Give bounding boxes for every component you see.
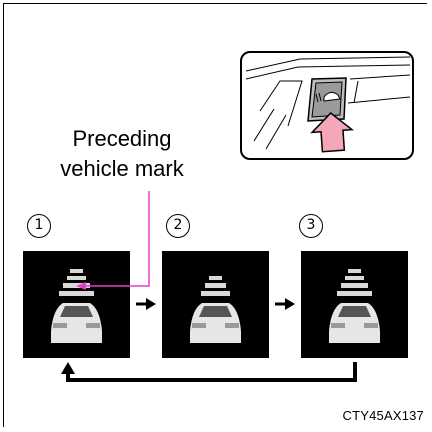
- caption-line-1: Preceding: [72, 126, 172, 151]
- vehicle-icon: [329, 303, 380, 343]
- caption-line-2: vehicle mark: [60, 156, 184, 181]
- switch-panel-lines: [245, 56, 411, 150]
- display-panel-2: [162, 251, 269, 358]
- vehicle-icon: [190, 303, 241, 343]
- cycle-arrow-head: [61, 362, 75, 374]
- figure-code: CTY45AX137: [342, 408, 424, 423]
- step-arrow-2-to-3: [275, 298, 295, 310]
- leader-arrow-head: [76, 282, 86, 290]
- cycle-return-arrow-icon: [66, 362, 357, 382]
- distance-bars: [59, 269, 94, 296]
- preceding-vehicle-leader-line: [79, 191, 150, 287]
- step-2-number: 2: [166, 214, 190, 238]
- preceding-vehicle-mark-caption: Preceding vehicle mark: [22, 124, 222, 184]
- step-3-number: 3: [299, 214, 323, 238]
- figure-frame: [3, 3, 427, 427]
- display-panel-3: [301, 251, 408, 358]
- display-panel-1: [23, 251, 130, 358]
- step-arrow-1-to-2: [136, 298, 156, 310]
- switch-inset: [240, 51, 414, 160]
- press-arrow-icon: [310, 112, 354, 153]
- vehicle-icon: [51, 303, 102, 343]
- step-1-number: 1: [27, 214, 51, 238]
- distance-bars: [201, 276, 230, 296]
- distance-bars: [337, 269, 372, 296]
- distance-switch-icon: [307, 77, 347, 122]
